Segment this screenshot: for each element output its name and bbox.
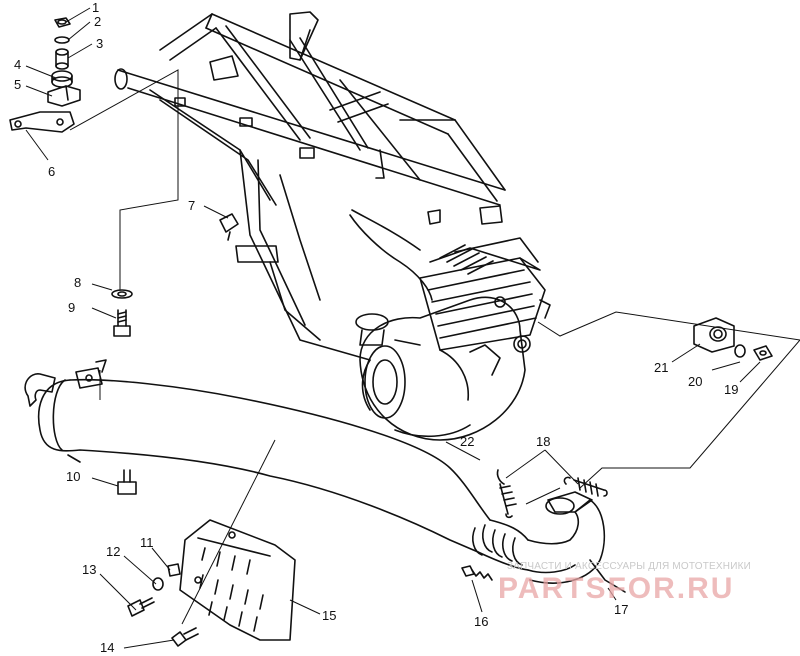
label-9: 9 — [68, 300, 75, 315]
label-21: 21 — [654, 360, 668, 375]
label-4: 4 — [14, 57, 21, 72]
label-13: 13 — [82, 562, 96, 577]
label-2: 2 — [94, 14, 101, 29]
label-14: 14 — [100, 640, 114, 655]
label-19: 19 — [724, 382, 738, 397]
label-11: 11 — [140, 535, 154, 550]
heat-shield — [179, 519, 296, 641]
leader-lines — [25, 7, 800, 649]
label-3: 3 — [96, 36, 103, 51]
label-20: 20 — [688, 374, 702, 389]
label-7: 7 — [188, 198, 195, 213]
label-5: 5 — [14, 77, 21, 92]
label-16: 16 — [474, 614, 488, 629]
label-17: 17 — [614, 602, 628, 617]
part-labels: 1 2 3 4 5 6 7 8 9 10 11 12 13 14 15 16 1… — [14, 0, 738, 655]
label-8: 8 — [74, 275, 81, 290]
label-6: 6 — [48, 164, 55, 179]
label-22: 22 — [460, 434, 474, 449]
label-12: 12 — [106, 544, 120, 559]
label-18: 18 — [536, 434, 550, 449]
hardware-parts — [9, 17, 773, 647]
label-10: 10 — [66, 469, 80, 484]
label-15: 15 — [322, 608, 336, 623]
muffler — [24, 359, 626, 593]
watermark-logo: PARTSFOR.RU — [498, 572, 735, 605]
frame — [114, 11, 506, 361]
engine — [355, 237, 551, 441]
watermark-tagline: ЗАПЧАСТИ И АКСЕССУАРЫ ДЛЯ МОТОТЕХНИКИ — [507, 561, 752, 572]
label-1: 1 — [92, 0, 99, 15]
